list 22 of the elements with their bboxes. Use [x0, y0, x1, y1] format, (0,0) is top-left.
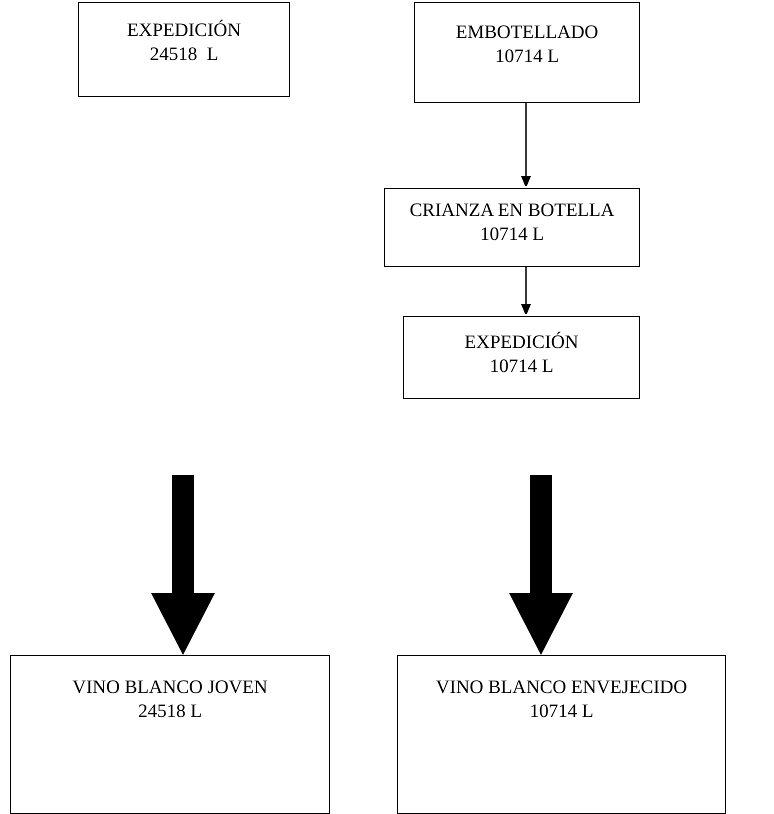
step-title: VINO BLANCO ENVEJECIDO: [434, 676, 688, 700]
step-title: EXPEDICIÓN: [464, 331, 580, 355]
process-box: [78, 2, 290, 97]
volume-text: 10714 L: [494, 45, 560, 69]
step-title: VINO BLANCO JOVEN: [71, 676, 269, 700]
thick-arrow: [509, 475, 573, 655]
step-title: EMBOTELLADO: [454, 21, 600, 45]
volume-text: 24518 L: [148, 43, 220, 67]
step-title: EXPEDICIÓN: [126, 19, 242, 43]
process-box: [384, 188, 640, 267]
arrow: [521, 267, 531, 316]
step-title: CRIANZA EN BOTELLA: [408, 199, 616, 223]
volume-text: 24518 L: [137, 700, 203, 724]
volume-text: 10714 L: [528, 700, 594, 724]
result-box: [10, 655, 330, 814]
volume-text: 10714 L: [479, 223, 545, 247]
result-box: [397, 655, 726, 814]
process-box: [403, 316, 640, 399]
volume-text: 10714 L: [488, 355, 554, 379]
arrow: [521, 103, 531, 188]
thick-arrow: [151, 475, 215, 655]
process-box: [414, 2, 640, 103]
